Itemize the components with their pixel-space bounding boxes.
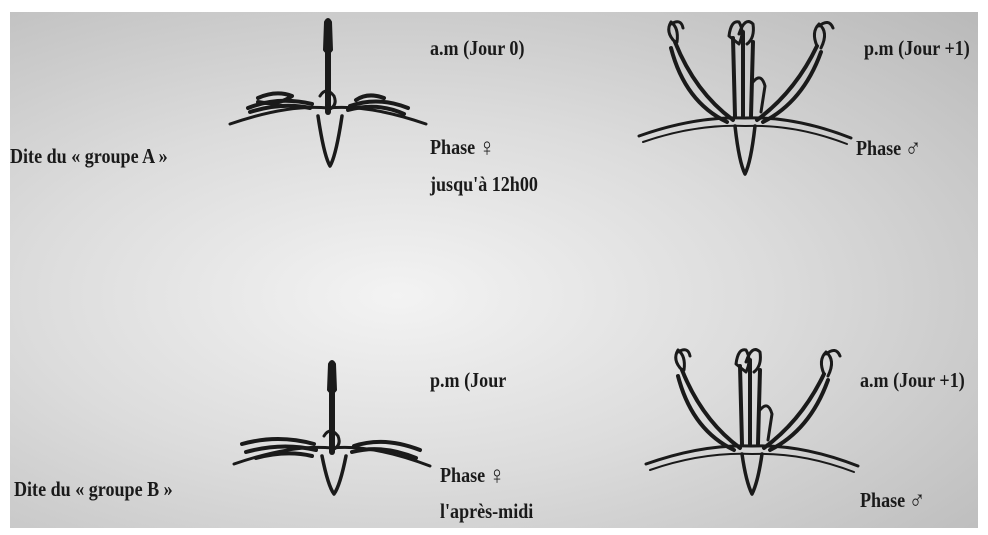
phase-label: Phase — [430, 135, 475, 159]
group-b-male-time: a.m (Jour +1) — [860, 368, 965, 393]
group-a-male-phase: Phase♂ — [856, 134, 921, 164]
group-a-male-flower-icon — [635, 12, 855, 182]
group-b-female-note: l'après-midi — [440, 499, 533, 524]
female-symbol-icon: ♀ — [479, 133, 496, 162]
phase-label: Phase — [860, 488, 905, 512]
male-symbol-icon: ♂ — [909, 486, 926, 515]
group-b-male-phase: Phase♂ — [860, 486, 925, 516]
group-b-male-flower-icon — [642, 342, 862, 502]
phase-label: Phase — [856, 136, 901, 160]
group-a-female-flower-icon — [228, 16, 428, 174]
group-a-female-phase: Phase♀ — [430, 133, 495, 163]
group-a-label: Dite du « groupe A » — [10, 144, 168, 169]
group-b-female-flower-icon — [232, 360, 432, 500]
female-symbol-icon: ♀ — [489, 461, 506, 490]
group-a-female-note: jusqu'à 12h00 — [430, 172, 538, 197]
diagram-sheet: Dite du « groupe A » a.m (Jour 0) Phase♀… — [10, 12, 978, 528]
phase-label: Phase — [440, 463, 485, 487]
group-b-label: Dite du « groupe B » — [14, 477, 173, 502]
group-a-female-time: a.m (Jour 0) — [430, 36, 524, 61]
group-b-female-time: p.m (Jour — [430, 368, 506, 393]
male-symbol-icon: ♂ — [905, 134, 922, 163]
group-b-female-phase: Phase♀ — [440, 461, 505, 491]
group-a-male-time: p.m (Jour +1) — [864, 36, 970, 61]
